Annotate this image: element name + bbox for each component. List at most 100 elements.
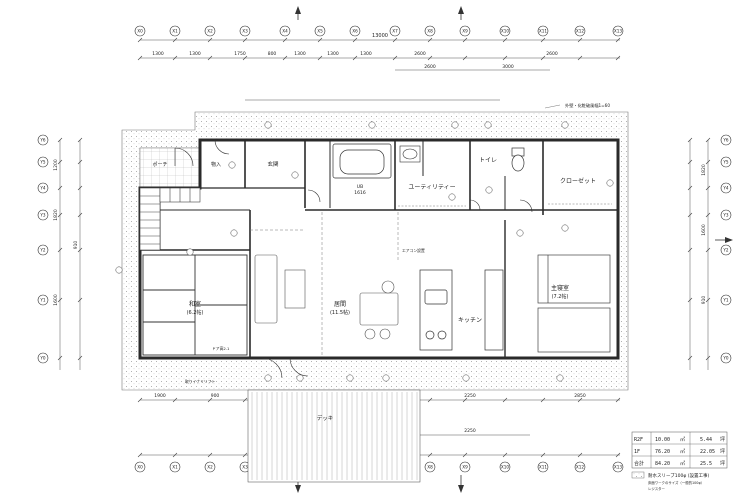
dim-tick [705, 137, 711, 143]
window-marker [516, 229, 524, 237]
svg-text:X1: X1 [172, 29, 178, 34]
ub-size: 1616 [354, 190, 366, 196]
legend-total-tsubo-unit: 坪 [720, 460, 725, 467]
window-marker [606, 179, 614, 187]
grid-bubble-top: X3 [239, 25, 251, 37]
svg-text:Y6: Y6 [39, 138, 46, 143]
dim-top-1: 1300 [152, 51, 164, 57]
grid-bubble-top: X13 [612, 25, 624, 37]
dim-tick [57, 355, 63, 361]
grid-bubble-right: Y3 [720, 209, 732, 221]
dim-tick [172, 55, 178, 61]
dim-top-3: 1750 [234, 51, 246, 57]
svg-text:Y3: Y3 [722, 213, 729, 218]
grid-bubble-top: X9 [459, 25, 471, 37]
deck-note: 取りイナリリフト [185, 379, 216, 384]
dim-tick [687, 159, 693, 165]
dim-tick [540, 397, 546, 403]
svg-text:X11: X11 [539, 29, 548, 34]
window-marker [346, 374, 354, 382]
room-porch: ポーチ [152, 161, 167, 168]
grid-bubble-left: Y4 [37, 182, 49, 194]
dim-tick [242, 397, 248, 403]
grid-bubble-bottom: X13 [612, 461, 624, 473]
legend-hatch-sub2: レジスター [648, 486, 666, 491]
dim-bottom-2: 900 [211, 393, 220, 399]
dim-tick [577, 452, 583, 458]
grid-bubble-left: Y5 [37, 156, 49, 168]
svg-text:X5: X5 [317, 29, 323, 34]
grid-bubble-right: Y4 [720, 182, 732, 194]
legend-1f-tsubo-unit: 坪 [720, 448, 725, 455]
dim-tick [77, 159, 83, 165]
room-storage: 物入 [211, 161, 221, 168]
dim-tick [540, 55, 546, 61]
room-utility: ユーティリティー [408, 184, 455, 191]
dim-top-4: 800 [268, 51, 277, 57]
dim-tick [462, 397, 468, 403]
dimension-lines [59, 39, 709, 456]
grid-bubble-right: Y6 [720, 134, 732, 146]
grid-bubble-left: Y2 [37, 244, 49, 256]
dim-right: 1820 1600 910 [701, 164, 707, 304]
dim-tick [687, 137, 693, 143]
grid-bubble-bottom: X11 [537, 461, 549, 473]
dim-tick [77, 355, 83, 361]
dim-tick [317, 37, 323, 43]
svg-text:X3: X3 [242, 29, 248, 34]
window-marker [296, 374, 304, 382]
room-closet: クローゼット [560, 177, 596, 185]
dim-left: 1200 1820 1600 910 [53, 159, 79, 306]
pipe-note: ドア高2.1 [212, 346, 230, 351]
grid-bubble-bottom: X2 [204, 461, 216, 473]
legend-hatch-sub1: 床面ワークのサイズ（一般的100φ） [648, 480, 704, 485]
dim-tick [242, 452, 248, 458]
window-marker [561, 121, 569, 129]
opening-lines [250, 212, 399, 356]
eaves-note: 外壁・化粧破風幅1=60 [565, 102, 610, 109]
doors [174, 139, 533, 379]
dim-left-4: 910 [73, 241, 79, 250]
dim-tick [705, 297, 711, 303]
legend-1f: 1F [634, 449, 640, 455]
grid-bubble-top: X12 [574, 25, 586, 37]
dim-tick [57, 297, 63, 303]
grid-bubble-right: Y5 [720, 156, 732, 168]
legend-total-unit: ㎡ [680, 460, 685, 467]
dim-tick [77, 137, 83, 143]
dim-tick [352, 55, 358, 61]
svg-text:X0: X0 [137, 29, 143, 34]
window-marker [556, 374, 564, 382]
svg-text:X10: X10 [501, 29, 510, 34]
dim-tick [172, 452, 178, 458]
room-entrance: 玄関 [267, 160, 279, 168]
grid-bubble-bottom: X12 [574, 461, 586, 473]
svg-text:Y2: Y2 [39, 248, 46, 253]
svg-text:X8: X8 [427, 465, 433, 470]
legend-1f-area: 76.20 [655, 449, 670, 455]
grid-bubble-bottom: X1 [169, 461, 181, 473]
dim-tick [427, 55, 433, 61]
window-marker [451, 121, 459, 129]
svg-text:Y1: Y1 [722, 298, 729, 303]
room-kitchen: キッチン [458, 317, 482, 324]
dim-deck-right: 2250 [464, 428, 476, 434]
dim-tick [57, 247, 63, 253]
grid-bubble-top: X8 [424, 25, 436, 37]
sofa [254, 254, 306, 324]
tatami-mats [142, 254, 248, 356]
room-living: 居間 [334, 301, 346, 308]
dim-top-segments: 1300 1300 1750 800 1300 1300 1300 2600 2… [152, 51, 558, 70]
svg-text:Y5: Y5 [722, 160, 729, 165]
legend-1f-tsubo: 22.05 [700, 449, 715, 455]
dim-tick [242, 37, 248, 43]
svg-text:X9: X9 [462, 465, 468, 470]
svg-text:X8: X8 [427, 29, 433, 34]
window-marker [230, 229, 238, 237]
svg-text:Y0: Y0 [722, 356, 729, 361]
grid-bubble-bottom: X0 [134, 461, 146, 473]
dim-tick [577, 397, 583, 403]
dim-top-5: 1300 [294, 51, 306, 57]
window-marker [368, 121, 376, 129]
grid-bubble-bottom: X10 [499, 461, 511, 473]
